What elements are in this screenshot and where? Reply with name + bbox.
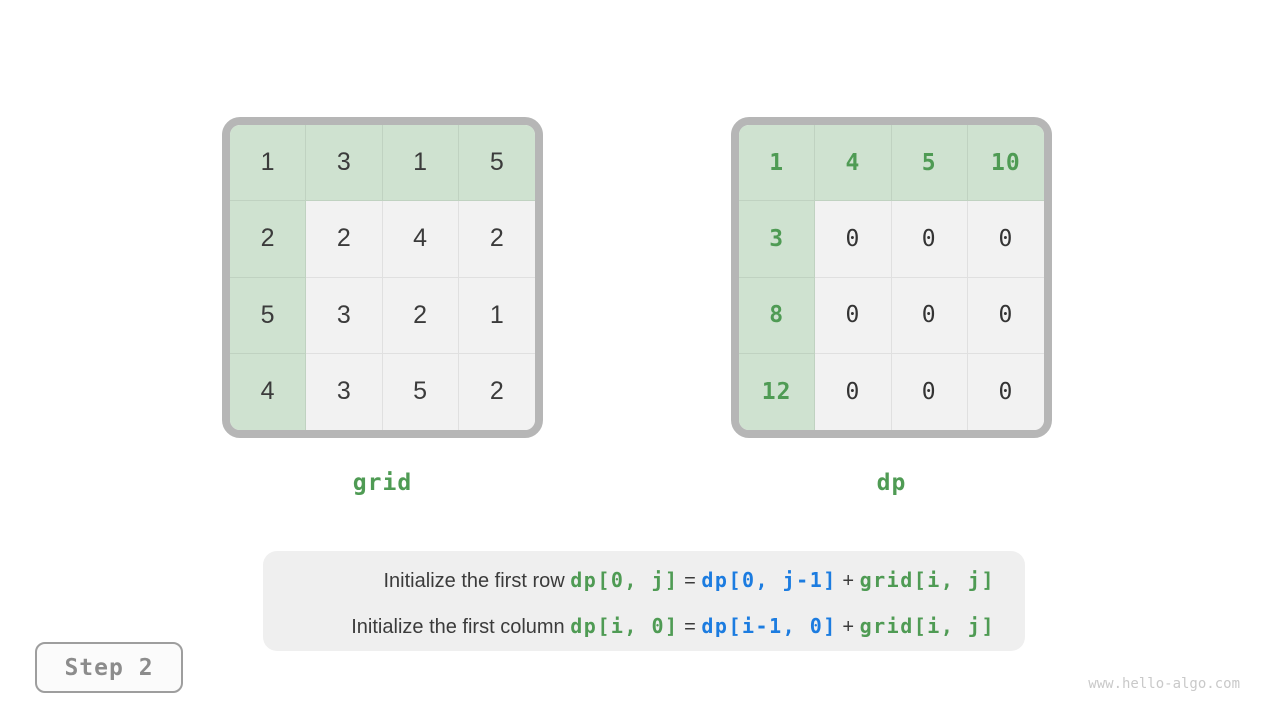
grid-table-label: grid: [352, 470, 413, 496]
watermark: www.hello-algo.com: [1088, 676, 1240, 692]
dp-cell-r0c0: 1: [739, 125, 816, 202]
cell-value: 0: [998, 378, 1014, 405]
grid-cell-r0c1: 3: [306, 125, 383, 202]
grid-matrix: 1 3 1 5 2 2 4 2 5 3 2 1 4 3 5 2: [222, 117, 543, 438]
cell-value: 5: [260, 300, 275, 329]
cell-value: 2: [336, 224, 351, 253]
dp-cell-r1c3: 0: [967, 201, 1044, 278]
cell-value: 2: [489, 377, 504, 406]
dp-cell-r3c2: 0: [891, 353, 968, 430]
grid-cell-r1c2: 4: [382, 201, 459, 278]
cell-value: 0: [921, 302, 937, 329]
grid-cell-r1c1: 2: [306, 201, 383, 278]
dp-cell-r2c2: 0: [891, 277, 968, 354]
caption-text: Initialize the first row: [383, 570, 571, 592]
dp-table-label: dp: [876, 470, 907, 496]
cell-value: 10: [991, 149, 1021, 176]
cell-value: 4: [845, 149, 861, 176]
plus-sign: +: [836, 570, 860, 592]
grid-cell-r2c1: 3: [306, 277, 383, 354]
equals-sign: =: [678, 570, 702, 592]
cell-value: 5: [489, 148, 504, 177]
cell-value: 1: [413, 148, 428, 177]
cell-value: 4: [260, 377, 275, 406]
step-badge-label: Step 2: [64, 654, 154, 681]
grid-cell-r0c2: 1: [382, 125, 459, 202]
code-grid-ij: grid[i, j]: [859, 614, 995, 638]
caption-line-2: Initialize the first column dp[i, 0] = d…: [263, 604, 995, 650]
dp-cell-r1c1: 0: [815, 201, 892, 278]
caption-line-1: Initialize the first row dp[0, j] = dp[0…: [263, 558, 995, 604]
grid-cell-r3c2: 5: [382, 353, 459, 430]
cell-value: 1: [260, 148, 275, 177]
grid-cell-r0c0: 1: [230, 125, 307, 202]
code-grid-ij: grid[i, j]: [859, 568, 995, 592]
dp-cell-r3c0: 12: [739, 353, 816, 430]
cell-value: 8: [769, 302, 785, 329]
step-badge: Step 2: [35, 642, 183, 693]
code-dp-first-col: dp[i, 0]: [570, 614, 679, 638]
caption-text: Initialize the first column: [351, 616, 571, 638]
cell-value: 2: [260, 224, 275, 253]
cell-value: 3: [769, 225, 785, 252]
dp-cell-r2c1: 0: [815, 277, 892, 354]
cell-value: 1: [769, 149, 785, 176]
dp-cell-r2c0: 8: [739, 277, 816, 354]
dp-cell-r3c1: 0: [815, 353, 892, 430]
cell-value: 1: [489, 300, 504, 329]
grid-cell-r2c2: 2: [382, 277, 459, 354]
code-dp-prev-col: dp[0, j-1]: [701, 568, 837, 592]
grid-cell-r1c3: 2: [458, 201, 535, 278]
caption-box: Initialize the first row dp[0, j] = dp[0…: [263, 551, 1025, 651]
dp-cell-r0c3: 10: [967, 125, 1044, 202]
cell-value: 12: [761, 378, 792, 405]
cell-value: 0: [845, 378, 861, 405]
cell-value: 3: [336, 148, 351, 177]
cell-value: 4: [413, 224, 428, 253]
cell-value: 2: [489, 224, 504, 253]
cell-value: 5: [413, 377, 428, 406]
code-dp-first-row: dp[0, j]: [570, 568, 679, 592]
dp-cell-r0c1: 4: [815, 125, 892, 202]
dp-cell-r0c2: 5: [891, 125, 968, 202]
cell-value: 0: [998, 302, 1014, 329]
cell-value: 0: [845, 302, 861, 329]
grid-cell-r3c3: 2: [458, 353, 535, 430]
grid-cell-r1c0: 2: [230, 201, 307, 278]
dp-cell-r3c3: 0: [967, 353, 1044, 430]
grid-cell-r3c1: 3: [306, 353, 383, 430]
code-dp-prev-row: dp[i-1, 0]: [701, 614, 837, 638]
dp-cell-r1c0: 3: [739, 201, 816, 278]
cell-value: 3: [336, 300, 351, 329]
cell-value: 5: [921, 149, 937, 176]
cell-value: 2: [413, 300, 428, 329]
grid-cell-r3c0: 4: [230, 353, 307, 430]
grid-cell-r0c3: 5: [458, 125, 535, 202]
cell-value: 3: [336, 377, 351, 406]
dp-cell-r1c2: 0: [891, 201, 968, 278]
cell-value: 0: [845, 225, 861, 252]
grid-cell-r2c0: 5: [230, 277, 307, 354]
dp-matrix: 1 4 5 10 3 0 0 0 8 0 0 0 12 0 0 0: [731, 117, 1052, 438]
equals-sign: =: [678, 616, 702, 638]
plus-sign: +: [836, 616, 860, 638]
cell-value: 0: [998, 225, 1014, 252]
cell-value: 0: [921, 225, 937, 252]
grid-cell-r2c3: 1: [458, 277, 535, 354]
cell-value: 0: [921, 378, 937, 405]
dp-cell-r2c3: 0: [967, 277, 1044, 354]
